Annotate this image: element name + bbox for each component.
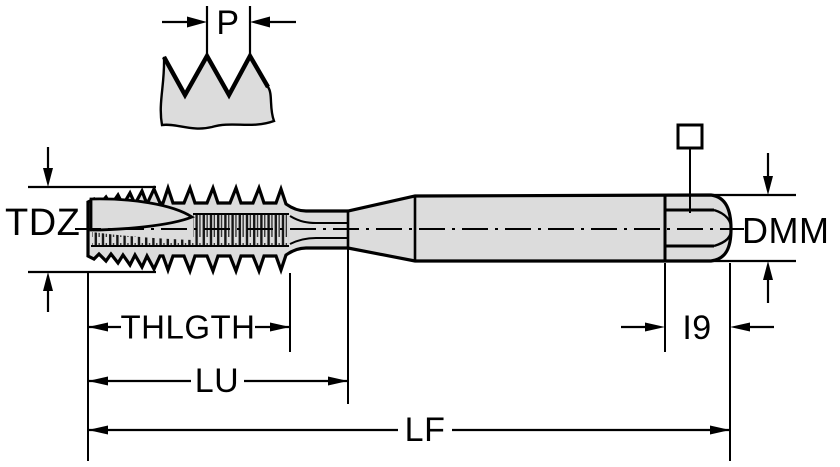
lf-arrow-left — [88, 425, 108, 435]
i9-arrow-left — [645, 322, 665, 332]
dmm-arrow-bottom-head — [763, 261, 773, 280]
tip-lens-bottom — [713, 228, 733, 248]
tap-body — [86, 182, 733, 276]
thlgth-arrow-left — [88, 322, 108, 332]
pitch-arrow-right-head — [250, 16, 270, 28]
pitch-detail — [159, 6, 296, 130]
tip-lens-top — [713, 208, 733, 230]
square-drive-callout — [676, 123, 704, 213]
dimension-i9 — [621, 322, 774, 332]
lu-arrow-right — [328, 376, 348, 386]
flute-leaf — [89, 197, 196, 232]
neck-runout-bottom — [289, 237, 348, 245]
shank-diameter-label: DMM — [742, 210, 830, 251]
dimension-thlgth — [88, 322, 290, 332]
tdz-arrow-bottom-head — [43, 272, 53, 291]
dimension-lu — [88, 376, 348, 386]
dimension-dmm — [708, 153, 796, 303]
square-length-label: I9 — [682, 309, 712, 347]
pitch-profile-shape — [159, 53, 276, 130]
i9-arrow-right — [730, 322, 750, 332]
thread-diameter-label: TDZ — [5, 202, 81, 244]
lu-arrow-left — [88, 376, 108, 386]
dimension-lf — [88, 425, 730, 435]
dmm-arrow-top-head — [763, 176, 773, 195]
flute-hatch-fan — [92, 232, 193, 247]
pitch-profile-crests — [162, 51, 270, 100]
thlgth-arrow-right — [270, 322, 290, 332]
tdz-arrow-top-head — [43, 168, 53, 187]
usable-length-label: LU — [194, 362, 240, 400]
flute-hatch-band — [193, 214, 289, 246]
neck-runout-top — [289, 215, 348, 224]
lf-arrow-right — [710, 425, 730, 435]
thread-length-label: THLGTH — [120, 308, 256, 346]
overall-length-label: LF — [404, 411, 446, 449]
square-symbol-icon — [676, 123, 704, 150]
pitch-label: P — [216, 4, 240, 42]
dimension-tdz — [28, 147, 156, 312]
pitch-arrow-left-head — [187, 16, 207, 28]
